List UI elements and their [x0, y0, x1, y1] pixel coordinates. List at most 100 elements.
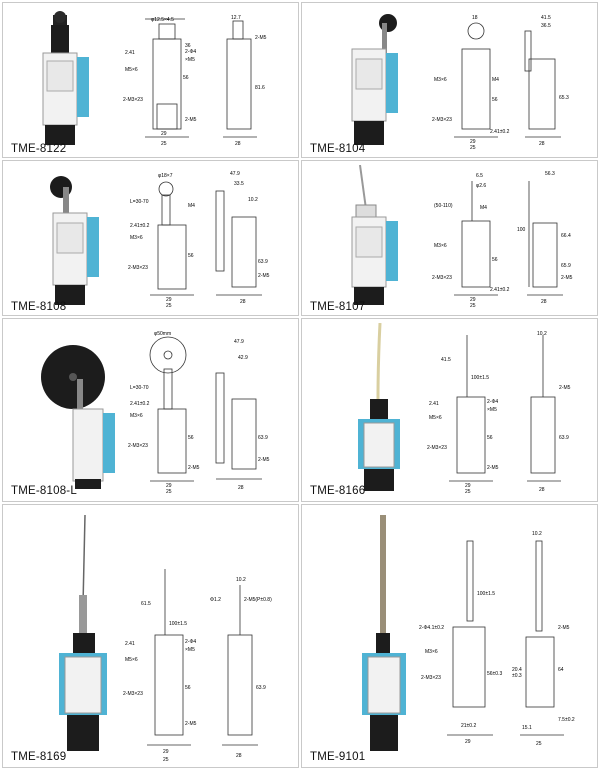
- svg-text:10.2: 10.2: [537, 331, 547, 337]
- limit-switch-photo: [362, 515, 406, 751]
- svg-text:2-M3×23: 2-M3×23: [123, 691, 143, 697]
- front-dimension-drawing: φ12.5×4.5 2.41 M5×6 2-M3×23 2-M5 2-Φ4 ×M…: [123, 17, 197, 147]
- side-dimension-drawing: 10.2 2-M5 20.4 ±0.3 64 7.5±0.2 15.1 25: [512, 531, 575, 747]
- svg-text:2.41±0.2: 2.41±0.2: [130, 223, 150, 229]
- svg-text:29: 29: [465, 739, 471, 745]
- front-dimension-drawing: 2-Φ4.1±0.2 M3×6 2-M3×23 100±1.5 56±0.3 2…: [419, 540, 502, 745]
- model-label: TME-8122: [11, 143, 67, 155]
- svg-text:M4: M4: [480, 205, 487, 211]
- svg-text:φ18×7: φ18×7: [158, 173, 173, 179]
- svg-text:2-M5: 2-M5: [559, 385, 571, 391]
- svg-text:47.9: 47.9: [230, 171, 240, 177]
- front-dimension-drawing: 61.5 100±1.5 2.41 M5×6 2-M3×23 2-Φ4 ×M5 …: [123, 569, 197, 763]
- side-dimension-drawing: 47.9 42.9 63.9 2-M5 28: [215, 339, 270, 491]
- svg-text:63.9: 63.9: [258, 435, 268, 441]
- svg-text:10.2: 10.2: [248, 197, 258, 203]
- svg-text:42.9: 42.9: [238, 355, 248, 361]
- limit-switch-photo: [351, 14, 398, 145]
- svg-text:L=30-70: L=30-70: [130, 385, 149, 391]
- svg-text:φ2.6: φ2.6: [476, 183, 486, 189]
- svg-text:M5×6: M5×6: [429, 415, 442, 421]
- svg-text:25: 25: [166, 303, 172, 307]
- svg-text:56: 56: [487, 435, 493, 441]
- svg-text:2-M5: 2-M5: [258, 457, 270, 463]
- svg-text:29: 29: [166, 483, 172, 489]
- svg-text:29: 29: [166, 297, 172, 303]
- front-dimension-drawing: 41.5 100±1.5 2.41 M5×6 2-M3×23 2-Φ4 ×M5 …: [427, 335, 499, 494]
- svg-text:56.3: 56.3: [545, 171, 555, 177]
- svg-text:100±1.5: 100±1.5: [471, 375, 489, 381]
- limit-switch-photo: [42, 11, 89, 145]
- svg-text:28: 28: [539, 487, 545, 493]
- front-dimension-drawing: 18 M3×6 M4 56 2-M3×23 2.41±0.2 29 25: [432, 15, 510, 149]
- svg-text:φ12.5×4.5: φ12.5×4.5: [151, 17, 174, 23]
- svg-text:2-M5: 2-M5: [558, 625, 570, 631]
- product-cell-tme-8166: 41.5 100±1.5 2.41 M5×6 2-M3×23 2-Φ4 ×M5 …: [301, 318, 598, 502]
- svg-text:2-M5: 2-M5: [487, 465, 499, 471]
- svg-text:25: 25: [536, 741, 542, 747]
- svg-text:2.41: 2.41: [429, 401, 439, 407]
- product-cell-tme-8107: 6.5 φ2.6 (50-110) M4 M3×6 56 2-M3×23 2.4…: [301, 160, 598, 316]
- side-dimension-drawing: 12.7 2-M5 81.6 28: [223, 15, 267, 147]
- model-label: TME-8104: [310, 143, 366, 155]
- svg-text:2-M3×23: 2-M3×23: [432, 275, 452, 281]
- svg-text:28: 28: [240, 299, 246, 305]
- svg-text:41.5: 41.5: [441, 357, 451, 363]
- svg-text:10.2: 10.2: [532, 531, 542, 537]
- svg-text:28: 28: [235, 141, 241, 147]
- svg-text:2-M5: 2-M5: [185, 117, 197, 123]
- svg-text:56: 56: [188, 253, 194, 259]
- svg-text:66.4: 66.4: [561, 233, 571, 239]
- front-dimension-drawing: φ50mm L=30-70 2.41±0.2 M3×6 2-M3×23 56 2…: [128, 331, 200, 494]
- svg-text:28: 28: [539, 141, 545, 147]
- svg-text:28: 28: [238, 485, 244, 491]
- svg-text:2-M3×23: 2-M3×23: [128, 443, 148, 449]
- side-dimension-drawing: 10.2 Φ1.2 2-M5(P±0.8) 63.9 28: [210, 577, 272, 759]
- svg-text:20.4: 20.4: [512, 667, 522, 673]
- svg-text:63.9: 63.9: [258, 259, 268, 265]
- svg-text:M3×6: M3×6: [434, 77, 447, 83]
- svg-text:M5×6: M5×6: [125, 67, 138, 73]
- svg-text:65.3: 65.3: [559, 95, 569, 101]
- svg-text:29: 29: [161, 131, 167, 137]
- svg-text:M3×6: M3×6: [130, 413, 143, 419]
- svg-text:×M5: ×M5: [185, 647, 195, 653]
- svg-text:29: 29: [470, 297, 476, 303]
- side-dimension-drawing: 10.2 2-M5 63.9 28: [527, 331, 571, 493]
- model-label: TME-8108-L: [11, 485, 77, 497]
- svg-text:6.5: 6.5: [476, 173, 483, 179]
- limit-switch-photo: [358, 323, 400, 491]
- svg-text:2-Φ4: 2-Φ4: [487, 399, 498, 405]
- svg-text:100±1.5: 100±1.5: [477, 591, 495, 597]
- svg-text:25: 25: [163, 757, 169, 763]
- side-dimension-drawing: 47.9 33.5 10.2 63.9 2-M5 28: [215, 171, 270, 305]
- svg-text:25: 25: [470, 303, 476, 307]
- svg-text:28: 28: [541, 299, 547, 305]
- svg-text:25: 25: [161, 141, 167, 147]
- svg-text:56: 56: [185, 685, 191, 691]
- model-label: TME-8169: [11, 751, 67, 763]
- limit-switch-photo: [351, 165, 398, 305]
- svg-text:63.9: 63.9: [559, 435, 569, 441]
- svg-text:2.41: 2.41: [125, 50, 135, 56]
- svg-text:2.41±0.2: 2.41±0.2: [490, 287, 510, 293]
- front-dimension-drawing: φ18×7 L=30-70 M4 2.41±0.2 M3×6 2-M3×23 5…: [128, 173, 195, 307]
- svg-text:15.1: 15.1: [522, 725, 532, 731]
- svg-text:2-M5(P±0.8): 2-M5(P±0.8): [244, 597, 272, 603]
- svg-text:2-M3×23: 2-M3×23: [432, 117, 452, 123]
- svg-text:10.2: 10.2: [236, 577, 246, 583]
- limit-switch-photo: [50, 176, 99, 305]
- svg-text:56: 56: [183, 75, 189, 81]
- svg-text:2-M5: 2-M5: [561, 275, 573, 281]
- svg-text:(50-110): (50-110): [434, 203, 453, 209]
- svg-text:2-M5: 2-M5: [185, 721, 197, 727]
- svg-text:L=30-70: L=30-70: [130, 199, 149, 205]
- product-cell-tme-9101: 2-Φ4.1±0.2 M3×6 2-M3×23 100±1.5 56±0.3 2…: [301, 504, 598, 768]
- svg-text:M3×6: M3×6: [130, 235, 143, 241]
- model-label: TME-8166: [310, 485, 366, 497]
- svg-text:29: 29: [470, 139, 476, 145]
- svg-text:56: 56: [188, 435, 194, 441]
- svg-text:36.5: 36.5: [541, 23, 551, 29]
- svg-text:36: 36: [185, 43, 191, 49]
